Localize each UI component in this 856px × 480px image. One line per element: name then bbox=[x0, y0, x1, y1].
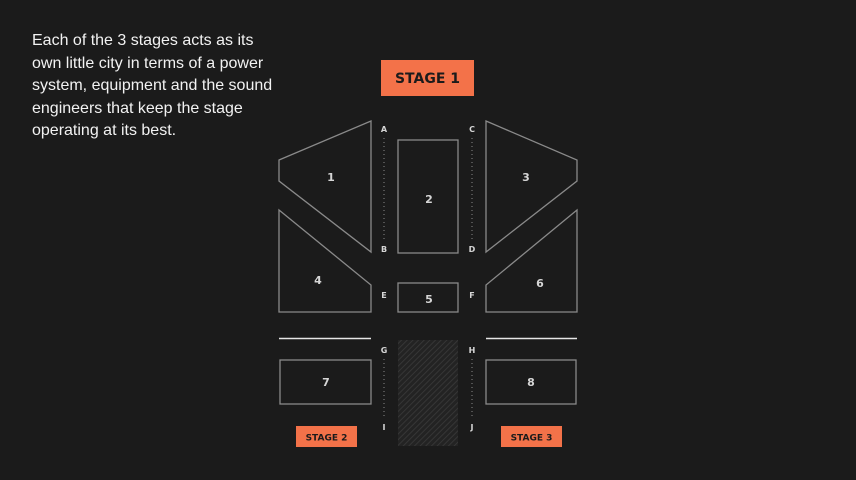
aisle-label-h: H bbox=[469, 346, 476, 355]
walkway-area bbox=[398, 340, 458, 446]
aisle-label-f: F bbox=[469, 291, 474, 300]
stage-1-label: STAGE 1 bbox=[395, 71, 460, 87]
section-1-label: 1 bbox=[327, 171, 335, 184]
section-6[interactable] bbox=[485, 208, 578, 313]
section-4-label: 4 bbox=[314, 274, 322, 287]
section-7-label: 7 bbox=[322, 376, 330, 389]
section-6-label: 6 bbox=[536, 277, 544, 290]
aisle-label-j: J bbox=[470, 423, 474, 432]
aisle-label-a: A bbox=[381, 125, 388, 134]
aisle-label-g: G bbox=[381, 346, 388, 355]
section-8[interactable] bbox=[485, 359, 577, 405]
stage-2-button[interactable]: STAGE 2 bbox=[296, 426, 357, 447]
section-4[interactable] bbox=[278, 208, 372, 313]
aisle-label-c: C bbox=[469, 125, 475, 134]
section-7[interactable] bbox=[279, 359, 372, 405]
stage-3-label: STAGE 3 bbox=[511, 434, 553, 444]
aisle-label-i: I bbox=[383, 423, 386, 432]
stage-3-button[interactable]: STAGE 3 bbox=[501, 426, 562, 447]
stage-3-box bbox=[501, 426, 562, 447]
intro-text: Each of the 3 stages acts as its own lit… bbox=[32, 32, 273, 139]
section-5-label: 5 bbox=[425, 293, 433, 306]
aisle-label-d: D bbox=[469, 245, 476, 254]
section-3-label: 3 bbox=[522, 171, 530, 184]
section-8-label: 8 bbox=[527, 376, 535, 389]
section-2[interactable] bbox=[397, 139, 459, 254]
section-5[interactable] bbox=[397, 282, 459, 313]
stage-2-box bbox=[296, 426, 357, 447]
section-1[interactable] bbox=[278, 120, 372, 254]
section-2-label: 2 bbox=[425, 193, 433, 206]
aisle-label-b: B bbox=[381, 245, 387, 254]
section-3[interactable] bbox=[485, 120, 578, 254]
stage-1-box bbox=[381, 60, 474, 96]
stage-1-button[interactable]: STAGE 1 bbox=[381, 60, 474, 96]
stage-2-label: STAGE 2 bbox=[306, 434, 348, 444]
aisle-label-e: E bbox=[381, 291, 386, 300]
